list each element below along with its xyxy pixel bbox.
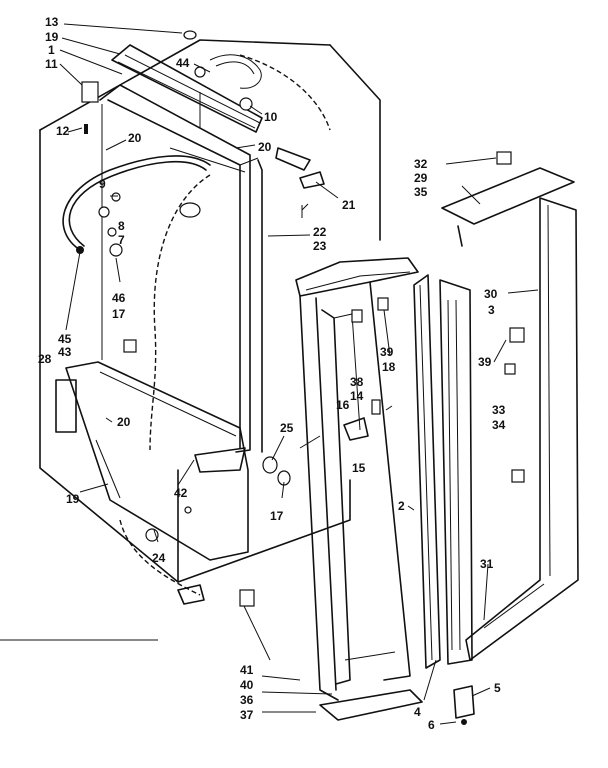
- callout-14: 14: [350, 389, 364, 403]
- callout-24: 24: [152, 551, 166, 565]
- wire-route-center: [149, 174, 211, 451]
- callout-32: 32: [414, 157, 428, 171]
- callout-43: 43: [58, 345, 72, 359]
- wire-route-lower: [119, 519, 201, 596]
- callout-45: 45: [58, 332, 72, 346]
- callout-20-upper-right: 20: [258, 140, 272, 154]
- callout-28: 28: [38, 352, 52, 366]
- callout-10: 10: [264, 110, 278, 124]
- callout-41: 41: [240, 663, 254, 677]
- callout-37: 37: [240, 708, 254, 722]
- callout-7: 7: [118, 233, 125, 247]
- callout-11: 11: [45, 57, 58, 71]
- callout-25: 25: [280, 421, 294, 435]
- callout-13: 13: [45, 15, 59, 29]
- callout-17-upper: 17: [112, 307, 126, 321]
- top-trim-strip: [111, 44, 263, 133]
- callout-20-upper-left: 20: [128, 131, 142, 145]
- callout-36: 36: [240, 693, 254, 707]
- callout-4: 4: [414, 705, 421, 719]
- callout-23: 23: [313, 239, 327, 253]
- lower-trim-panel: [65, 361, 249, 561]
- wire-route-upper: [239, 54, 331, 131]
- callout-46: 46: [112, 291, 126, 305]
- flap-28: [55, 379, 77, 433]
- wire-harness: [62, 155, 211, 254]
- callout-38: 38: [350, 375, 364, 389]
- door-panel: [295, 257, 423, 721]
- callout-2: 2: [398, 499, 405, 513]
- door-gasket: [413, 274, 475, 725]
- callout-12: 12: [56, 124, 70, 138]
- callout-15: 15: [352, 461, 366, 475]
- callout-18: 18: [382, 360, 396, 374]
- right-door-frame: [441, 151, 579, 661]
- callout-3: 3: [488, 303, 495, 317]
- callout-44: 44: [176, 56, 190, 70]
- callout-42: 42: [174, 486, 188, 500]
- callout-31: 31: [480, 557, 494, 571]
- callout-labels: 13 19 1 11 12 20 44 10 20 9 8 7 21 22 23…: [38, 15, 506, 732]
- callout-30: 30: [484, 287, 498, 301]
- callout-17-lower: 17: [270, 509, 284, 523]
- callout-19-top: 19: [45, 30, 59, 44]
- callout-20-lower: 20: [117, 415, 131, 429]
- callout-34: 34: [492, 418, 506, 432]
- callout-16: 16: [336, 398, 350, 412]
- callout-40: 40: [240, 678, 254, 692]
- callout-1: 1: [48, 43, 55, 57]
- callout-5: 5: [494, 681, 501, 695]
- callout-39-center: 39: [380, 345, 394, 359]
- breaker-liner-panel: [99, 84, 263, 453]
- callout-29: 29: [414, 171, 428, 185]
- callout-33: 33: [492, 403, 506, 417]
- callout-21: 21: [342, 198, 356, 212]
- hardware-parts: [81, 30, 325, 607]
- callout-19-lower: 19: [66, 492, 80, 506]
- callout-35: 35: [414, 185, 428, 199]
- callout-39-right: 39: [478, 355, 492, 369]
- callout-8: 8: [118, 219, 125, 233]
- callout-9: 9: [99, 177, 106, 191]
- leader-lines: [0, 23, 539, 725]
- callout-6: 6: [428, 718, 435, 732]
- cabinet-outline: [39, 39, 381, 583]
- callout-22: 22: [313, 225, 327, 239]
